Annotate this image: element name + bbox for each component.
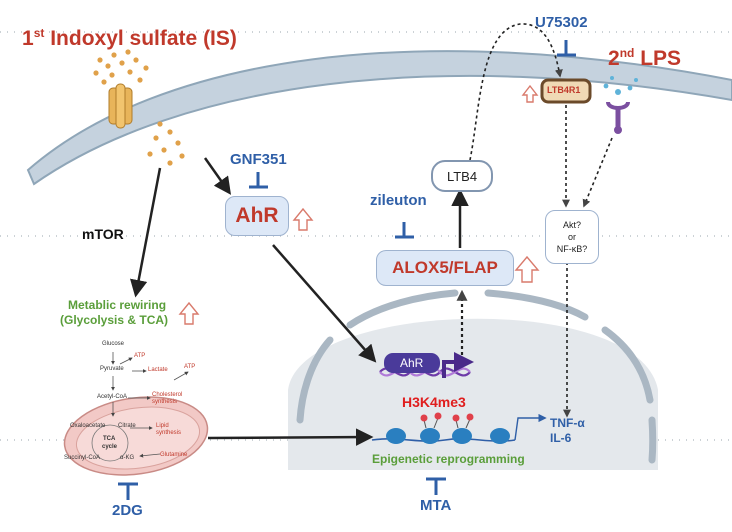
dotted-arrows <box>456 23 613 418</box>
pyruvate-label: Pyruvate <box>100 366 124 372</box>
mtor-label: mTOR <box>82 226 124 242</box>
upregulation-arrows <box>178 84 540 325</box>
is-number: 1 <box>22 27 34 50</box>
oxaloacetate-label: Oxaloacetate <box>70 423 106 429</box>
cell-membrane <box>26 50 732 186</box>
metabolic-pathway <box>91 352 189 462</box>
transcription-arrow <box>442 352 474 378</box>
u75302-label: U75302 <box>535 14 588 31</box>
tnf-label: TNF-α <box>550 416 585 430</box>
ahr-box: AhR <box>225 196 289 236</box>
is-particles <box>93 49 185 166</box>
gnf351-label: GNF351 <box>230 151 287 168</box>
akg-label: α-KG <box>120 455 135 461</box>
inhibitor-mta-label: MTA <box>420 497 452 514</box>
akt-label: Akt? <box>562 220 581 230</box>
lps-superscript: nd <box>619 46 635 60</box>
alox5-box: ALOX5/FLAP <box>376 250 514 286</box>
is-title: 1st Indoxyl sulfate (IS) <box>22 26 237 51</box>
atp-label-2: ATP <box>184 364 196 370</box>
metabolic-line2: (Glycolysis & TCA) <box>60 313 169 327</box>
nucleus <box>288 318 658 470</box>
chromatin <box>371 412 547 444</box>
is-superscript: st <box>33 26 45 40</box>
ahr-label: AhR <box>235 204 279 227</box>
ltb4r1-label: LTB4R1 <box>547 85 581 95</box>
lps-name: LPS <box>640 47 682 70</box>
citrate-label: Citrate <box>118 423 136 429</box>
h3k4me3-label: H3K4me3 <box>402 394 466 410</box>
ltb4-label: LTB4 <box>446 168 478 184</box>
tca-cycle-label: cycle <box>102 444 118 450</box>
solid-arrows <box>130 157 469 446</box>
ahr-nucleus-box <box>384 353 440 373</box>
alox5-label: ALOX5/FLAP <box>392 258 498 277</box>
zileuton-label: zileuton <box>370 192 427 209</box>
nfkb-label: NF-κB? <box>556 244 588 254</box>
tca-label: TCA <box>103 436 116 442</box>
ahr-nucleus-label: AhR <box>400 356 424 370</box>
ltb4r1-receptor <box>540 78 592 104</box>
mitochondrion <box>63 396 209 476</box>
akt-or-label: or <box>567 232 576 242</box>
is-name: Indoxyl sulfate (IS) <box>50 27 237 50</box>
lps-number: 2 <box>608 47 620 70</box>
akt-nfkb-box: Akt? or NF-κB? <box>545 210 599 264</box>
succinyl-coa-label: Succinyl-CoA <box>64 455 101 461</box>
inhibitor-2dg-label: 2DG <box>112 502 143 519</box>
glutamine-label: Glutamine <box>160 452 188 458</box>
tlr4-receptor <box>603 76 638 134</box>
is-transporter <box>108 83 133 129</box>
epigenetic-label: Epigenetic reprogramming <box>372 452 525 466</box>
atp-label-1: ATP <box>134 353 146 359</box>
ltb4-box: LTB4 <box>431 160 493 192</box>
nuclear-envelope <box>296 289 657 464</box>
glucose-label: Glucose <box>102 341 125 347</box>
lps-title: 2nd LPS <box>608 46 681 71</box>
metabolic-line1: Metablic rewiring <box>68 298 167 312</box>
cholesterol-label: Cholesterol synthesis <box>152 392 183 405</box>
il6-label: IL-6 <box>550 431 572 445</box>
inhibition-bars <box>118 40 576 500</box>
acetyl-coa-label: Acetyl-CoA <box>97 394 128 400</box>
lactate-label: Lactate <box>148 367 168 373</box>
lipid-label: Lipid synthesis <box>156 423 182 436</box>
